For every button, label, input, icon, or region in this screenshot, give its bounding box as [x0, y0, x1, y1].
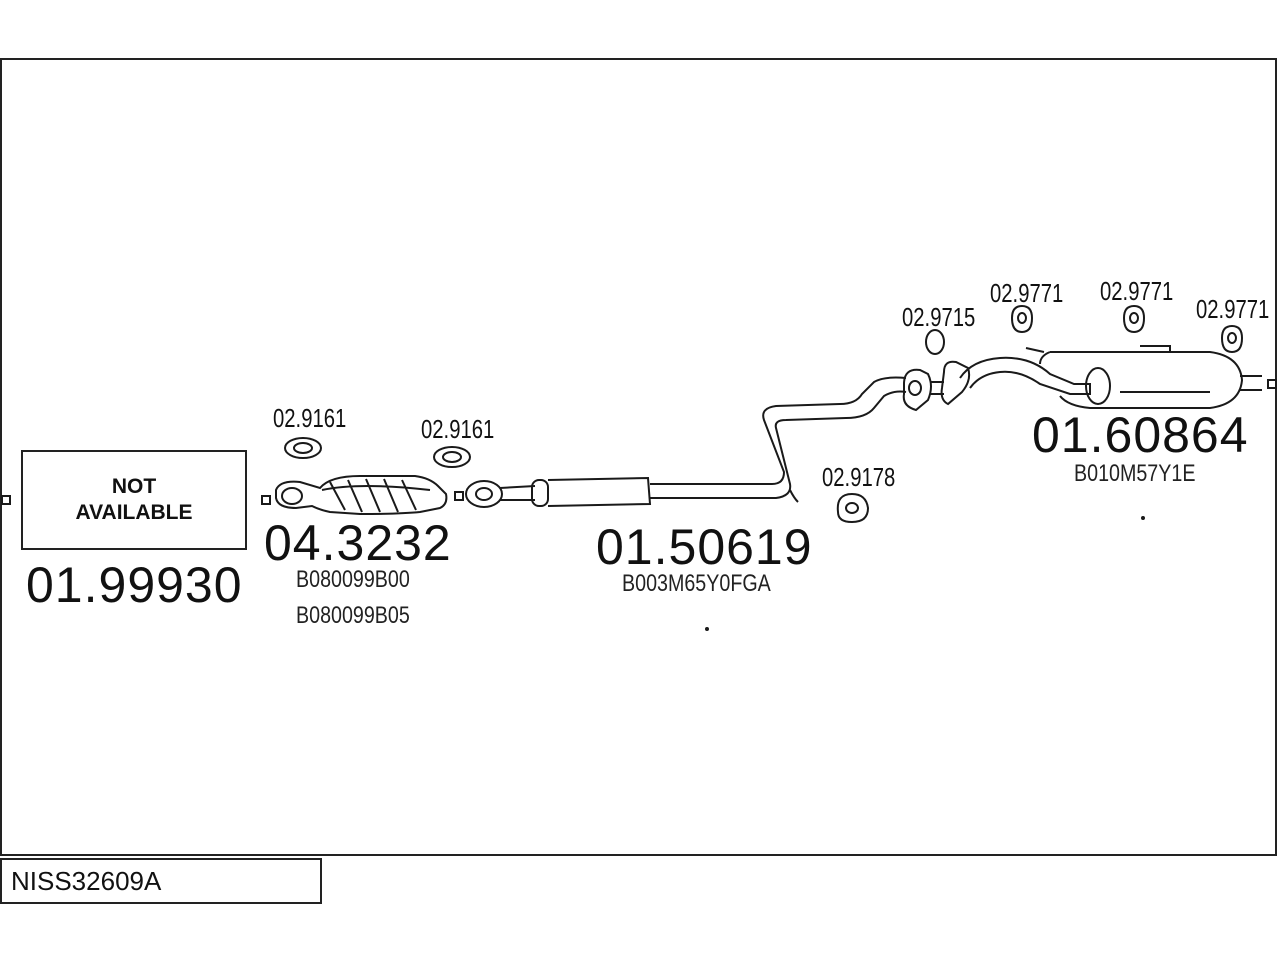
middle-pipe-drawing	[465, 376, 907, 508]
hanger-icon-mid	[836, 492, 870, 524]
flange-drawing	[902, 368, 944, 412]
oem-catalyst-2: B080099B05	[296, 602, 410, 629]
gasket-icon-b	[433, 446, 471, 468]
rear-silencer-drawing	[940, 345, 1262, 409]
hanger-icon-1	[1010, 304, 1034, 334]
part-number-rear-silencer[interactable]: 01.60864	[1032, 407, 1249, 463]
oem-catalyst-1: B080099B00	[296, 566, 410, 593]
accessory-gasket-a[interactable]: 02.9161	[273, 403, 347, 433]
accessory-hanger-1[interactable]: 02.9771	[990, 278, 1064, 308]
oem-rear-silencer: B010M57Y1E	[1074, 460, 1196, 487]
not-available-label: NOT AVAILABLE	[75, 475, 193, 524]
accessory-hanger-mid[interactable]: 02.9178	[822, 462, 896, 492]
accessory-gasket-b[interactable]: 02.9161	[421, 414, 495, 444]
part-number-middle-pipe[interactable]: 01.50619	[596, 519, 813, 575]
diagram-code: NISS32609A	[0, 858, 322, 904]
oem-middle-pipe: B003M65Y0FGA	[622, 570, 771, 597]
catalyst-drawing	[275, 475, 448, 516]
connector-tail	[1267, 379, 1277, 389]
diagram-frame	[0, 58, 1277, 856]
connector-cat-out	[454, 491, 464, 501]
accessory-ring[interactable]: 02.9715	[902, 302, 976, 332]
connector-front	[1, 495, 11, 505]
part-number-front-pipe[interactable]: 01.99930	[26, 557, 243, 613]
gasket-icon-a	[284, 437, 322, 459]
accessory-hanger-3[interactable]: 02.9771	[1196, 294, 1270, 324]
hanger-icon-2	[1122, 304, 1146, 334]
hanger-icon-3	[1220, 324, 1244, 354]
not-available-box: NOT AVAILABLE	[21, 450, 247, 550]
accessory-hanger-2[interactable]: 02.9771	[1100, 276, 1174, 306]
ring-icon	[925, 329, 945, 355]
connector-cat-in	[261, 495, 271, 505]
part-number-catalyst[interactable]: 04.3232	[264, 515, 452, 571]
